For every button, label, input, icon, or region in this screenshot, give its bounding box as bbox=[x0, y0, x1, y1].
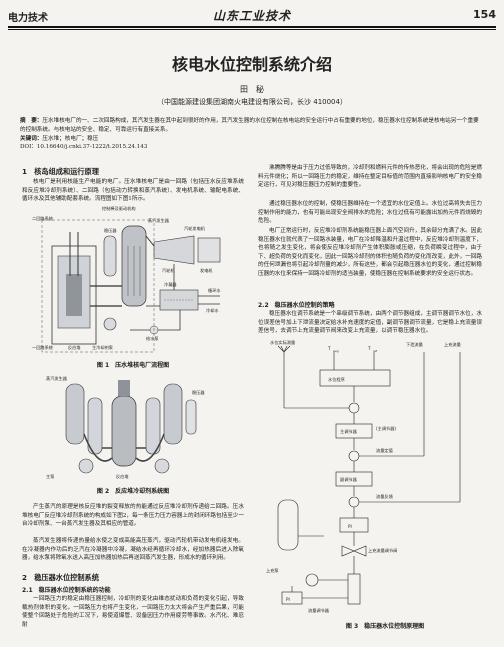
article-affiliation: （中国能源建设集团湖南火电建设有限公司，长沙 410004） bbox=[157, 98, 347, 106]
fig1-label-12: 给水泵 bbox=[146, 335, 159, 342]
section-1-paragraph-1: 核电厂是利用核能生产电能的电厂。压水堆核电厂是由一回路（包括压水反应堆系统和反应… bbox=[22, 179, 244, 203]
fig2-label-0: 蒸汽发生器 bbox=[46, 375, 68, 382]
fig3-mid-label-0: 水位程序 bbox=[328, 376, 345, 383]
abstract: 摘 要：压水堆核电厂的一、二次回路构成，其汽发生器在其中起到很好的作用，其汽发生… bbox=[20, 117, 484, 134]
fig1-label-8: 循环水 bbox=[208, 287, 221, 294]
right-paragraph-3: 电厂正常运行时，反应堆冷却剂系统能稳压器上面汽空间升，其余部分充满了水。因此稳压… bbox=[258, 228, 482, 277]
right-paragraph-1: 沸腾腾等是由于压力过低导致的，冷却剂和燃料元件的传热恶化，将会出现的危险是燃料元… bbox=[258, 165, 482, 189]
fig3-mid-label-7: PI bbox=[348, 524, 352, 529]
fig1-label-0: 二回路系统 bbox=[32, 215, 53, 222]
fig3-mid-label-2: 流量定值 bbox=[376, 447, 393, 454]
fig1-label-7: 冷凝器 bbox=[164, 281, 177, 288]
fig1-label-13: 冷却水 bbox=[206, 307, 219, 314]
fig1-label-1: 控制棒及驱动机构 bbox=[102, 206, 136, 212]
fig1-label-5: 发电机 bbox=[200, 267, 213, 274]
figure-2-caption: 图 2 反应堆冷却剂系统图 bbox=[96, 488, 170, 495]
section-1-heading: 1 核岛组成和运行原理 bbox=[22, 167, 99, 176]
fig1-label-11: 主冷却剂泵 bbox=[92, 344, 113, 351]
fig2-label-3: 反应堆 bbox=[116, 473, 129, 480]
fig3-top-label-2: T bbox=[367, 346, 371, 351]
keywords-label: 关键词： bbox=[20, 136, 43, 142]
keywords-text: 压水堆；核电厂；稳压 bbox=[42, 136, 99, 142]
article-title: 核电水位控制系统介绍 bbox=[171, 55, 332, 74]
header-rule-thin bbox=[8, 29, 496, 30]
fig3-bottom-label-0: 上充流量调节阀 bbox=[368, 547, 397, 554]
fig3-mid-label-3: 流量反馈 bbox=[376, 493, 394, 500]
fig3-top-label-0: 水位实际测量 bbox=[270, 340, 295, 346]
section-2-2-heading: 2.2 稳压器水位控制的策略 bbox=[258, 302, 335, 309]
running-header: 电力技术 山东工业技术 154 bbox=[8, 6, 496, 30]
fig2-label-2: 主泵 bbox=[46, 473, 54, 479]
section-2-2-paragraph-1: 稳压器水位调节系统是一个串级调节系统，由两个调节器组成，主调节器调节水位，水位误… bbox=[258, 311, 482, 335]
fig1-label-10: 反应堆 bbox=[68, 344, 81, 351]
fig3-bottom-label-2: 流量调节器 bbox=[308, 607, 330, 614]
fig1-label-3: 汽轮发电机 bbox=[184, 225, 206, 232]
right-paragraph-2: 通过稳压器水位的控制，使稳压器维持在一个适宜的水位定值上。水位过高将失去压力控制… bbox=[258, 201, 482, 225]
article-author: 田 秘 bbox=[240, 85, 264, 94]
fig3-mid-label-6: 上充泵 bbox=[266, 567, 279, 574]
figure-3-caption: 图 3 稳压器水位控制原理图 bbox=[345, 623, 425, 630]
fig2-label-1: 稳压器 bbox=[192, 389, 205, 396]
page-number: 154 bbox=[473, 8, 496, 21]
figure-1-caption: 图 1 压水堆核电厂流程图 bbox=[96, 362, 170, 369]
fig3-sub-avg: avg bbox=[333, 349, 339, 353]
fig3-top-label-3: 下泄流量 bbox=[406, 341, 423, 348]
figure-3: 水位实际测量 T avg T ref 下泄流量 上充流量 水位程序 主调节器 流… bbox=[264, 340, 478, 618]
fig3-mid-label-5: (主调节器) bbox=[376, 425, 396, 432]
figure-1-diagram: 二回路系统 控制棒及驱动机构 稳压器 汽轮发电机 汽轮机 发电机 蒸汽发生器 冷… bbox=[32, 206, 221, 353]
section-2-1-heading: 2.1 稳压器水位控制系统的功能 bbox=[22, 587, 111, 594]
doi: DOI：10.16640/j.cnki.37-1222/t.2015.24.14… bbox=[20, 144, 148, 150]
header-rule bbox=[8, 26, 496, 28]
fig1-label-6: 蒸汽发生器 bbox=[148, 217, 170, 224]
section-1-paragraph-2: 产生蒸汽的原理是核反应堆的裂变释放的热能通过反应堆冷却剂传递给二回路。压水堆核电… bbox=[22, 504, 244, 528]
fig3-sub-ref: ref bbox=[373, 349, 378, 353]
fig3-mid-label-1: 主调节器 bbox=[340, 428, 358, 435]
figure-3-diagram: 水位实际测量 T avg T ref 下泄流量 上充流量 水位程序 主调节器 流… bbox=[266, 340, 461, 614]
fig3-top-label-1: T bbox=[327, 346, 331, 351]
fig3-mid-label-4: 副调节器 bbox=[340, 476, 358, 483]
figure-1: 二回路系统 控制棒及驱动机构 稳压器 汽轮发电机 汽轮机 发电机 蒸汽发生器 冷… bbox=[30, 206, 230, 356]
abstract-label: 摘 要： bbox=[20, 118, 43, 124]
keywords: 关键词：压水堆；核电厂；稳压 bbox=[20, 135, 484, 144]
fig3-top-label-4: 上充流量 bbox=[444, 341, 461, 348]
figure-2-diagram: 蒸汽发生器 稳压器 主泵 反应堆 bbox=[46, 375, 205, 480]
fig1-label-4: 汽轮机 bbox=[162, 267, 175, 274]
section-2-heading: 2 稳压器水位控制系统 bbox=[22, 573, 99, 582]
fig1-label-9: 一回路系统 bbox=[32, 344, 53, 351]
abstract-text: 压水堆核电厂的一、二次回路构成，其汽发生器在其中起到很好的作用，其汽发生器的水位… bbox=[20, 118, 479, 133]
fig1-label-2: 稳压器 bbox=[104, 227, 117, 234]
figure-2: 蒸汽发生器 稳压器 主泵 反应堆 bbox=[46, 374, 216, 482]
journal-name: 山东工业技术 bbox=[212, 9, 291, 23]
section-2-1-paragraph-1: 一回路压力的稳定由稳压器控制，冷却剂的变化由维态扰动和负荷的变化引起，导致载热剂… bbox=[22, 596, 244, 628]
column-label: 电力技术 bbox=[8, 13, 48, 24]
section-1-paragraph-3: 蒸汽发生器将传递热量给水使之变成高能高压蒸汽，驱动汽轮机带动发电机组发电。在冷凝… bbox=[22, 538, 244, 562]
fig3-bottom-label-1: PI bbox=[286, 597, 290, 602]
